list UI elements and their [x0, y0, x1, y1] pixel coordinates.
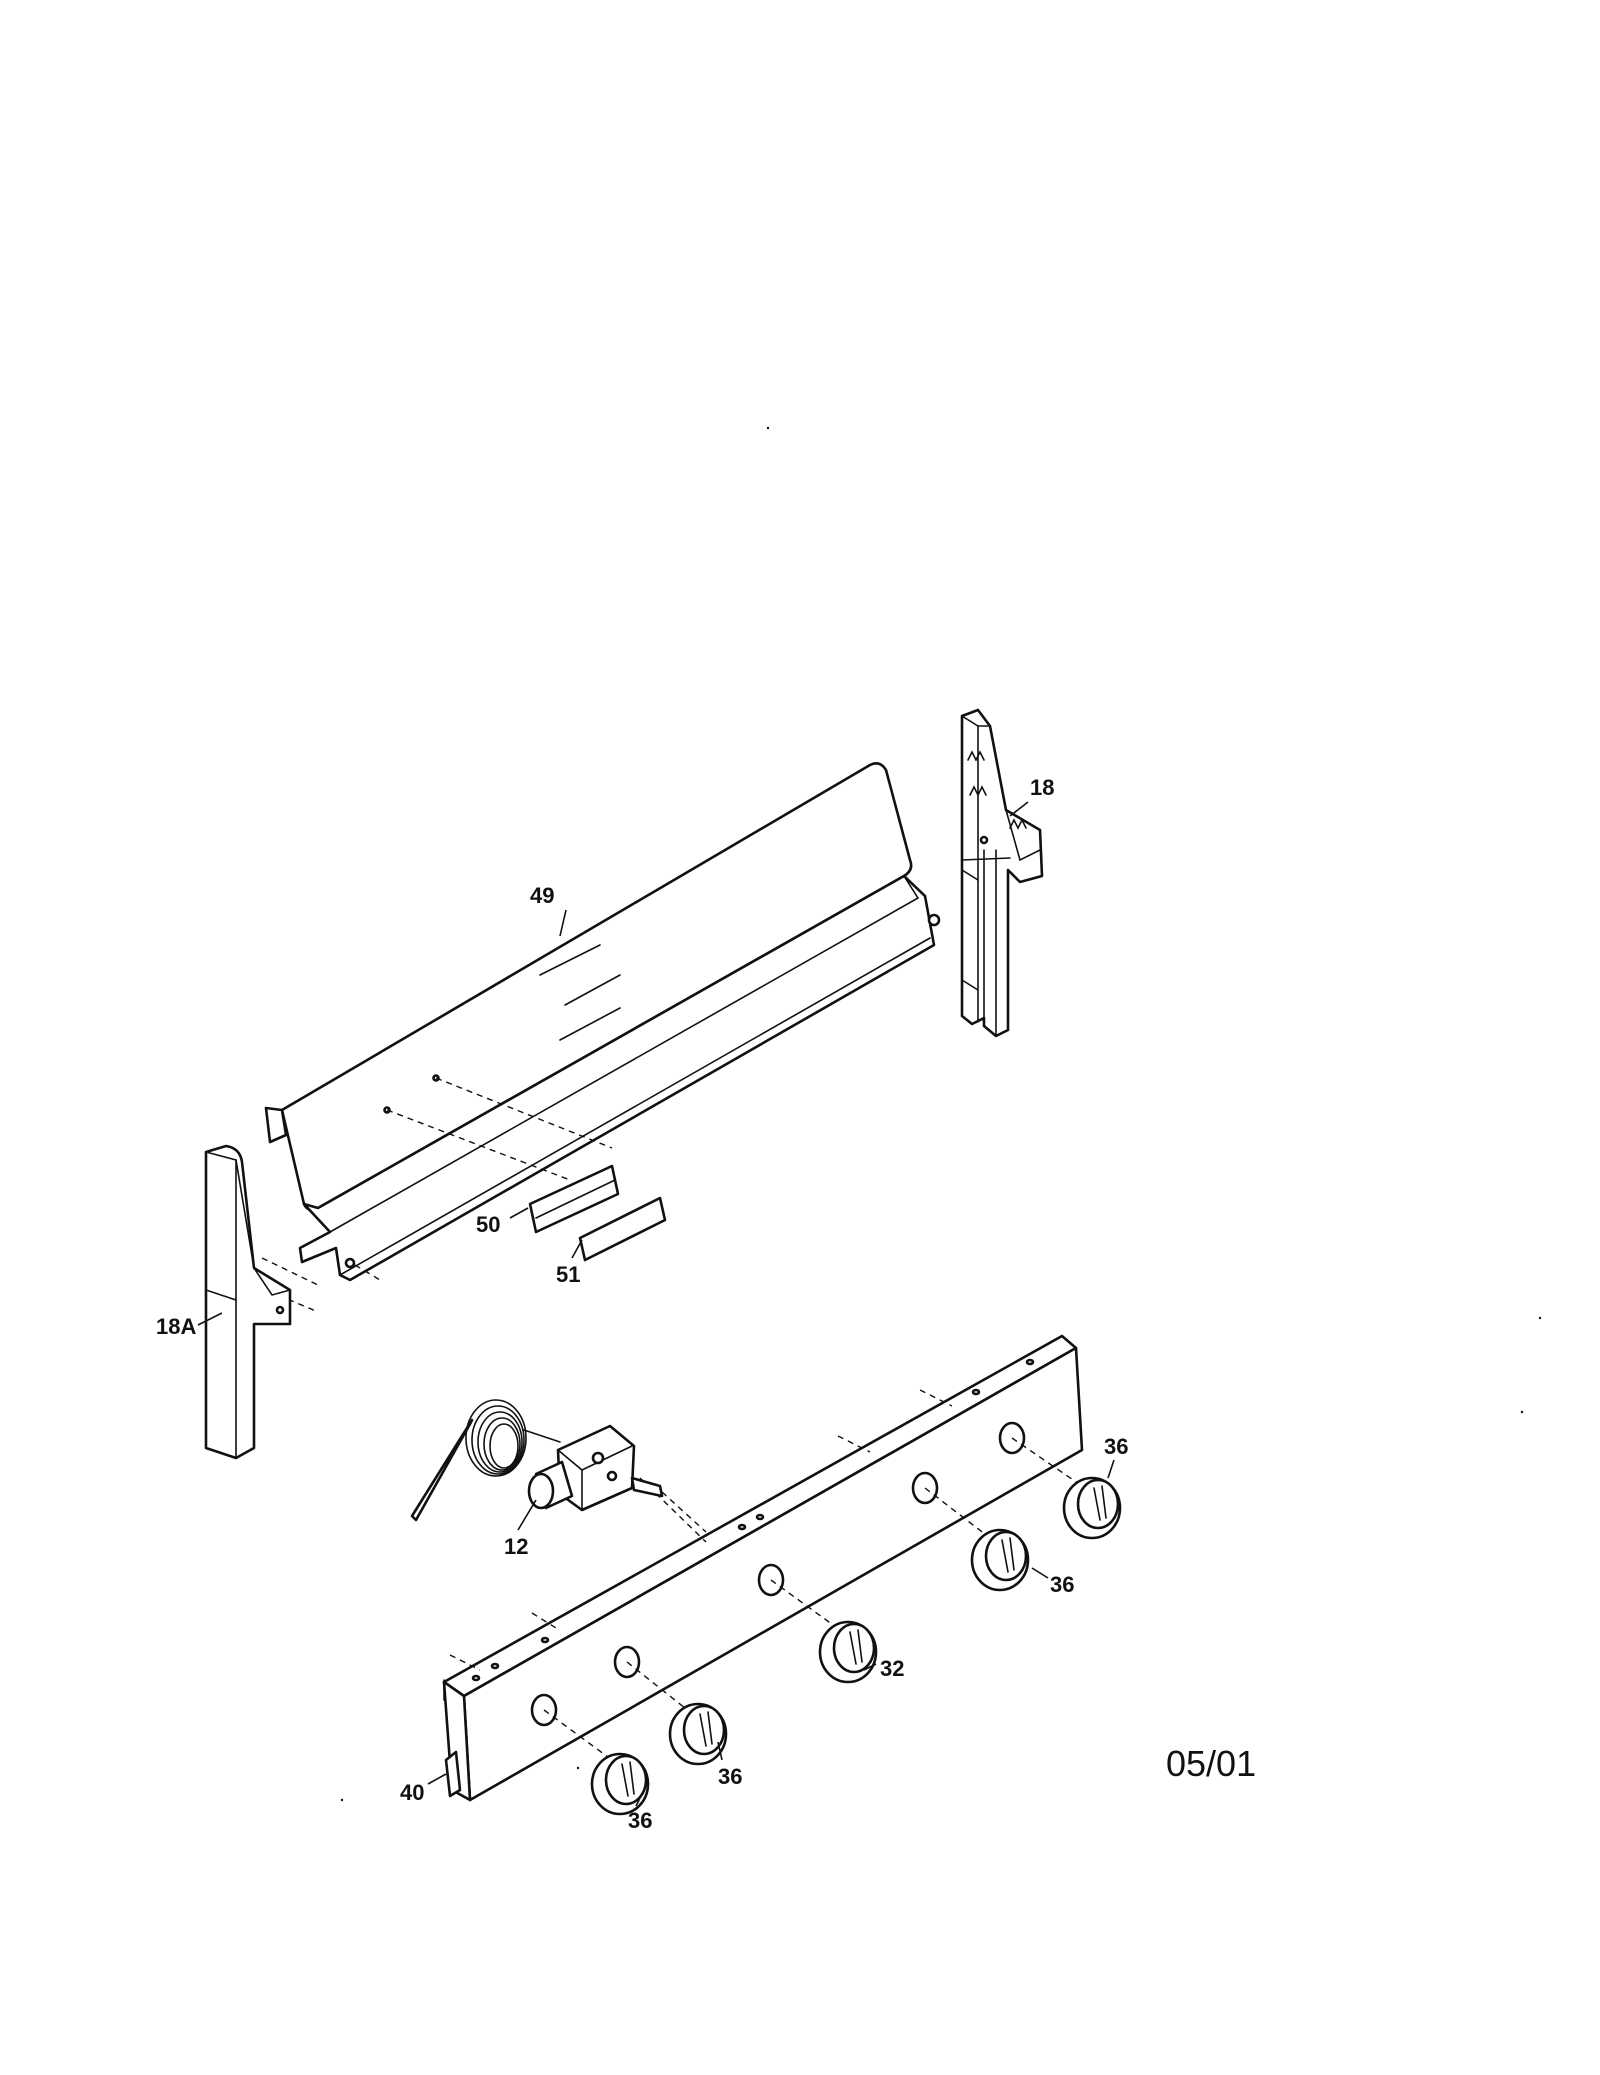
callout-36: 36 [1050, 1572, 1074, 1597]
scan-speck [576, 1766, 580, 1770]
leader-18 [1009, 801, 1029, 817]
callout-18: 18 [1030, 775, 1054, 800]
leader-50 [509, 1207, 529, 1219]
leader-49 [559, 909, 567, 937]
leader-40 [427, 1773, 447, 1785]
assembly-line [1011, 1437, 1083, 1487]
control-panel-40[interactable] [442, 1334, 1084, 1802]
assembly-line [770, 1579, 841, 1631]
knob-36-rear-left[interactable] [668, 1702, 728, 1766]
callout-40: 40 [400, 1780, 424, 1805]
callout-36: 36 [1104, 1434, 1128, 1459]
assembly-line [543, 1709, 613, 1761]
knob-36-front-left[interactable] [590, 1752, 650, 1816]
date-code: 05/01 [1166, 1743, 1256, 1784]
knob-32-oven[interactable] [818, 1620, 878, 1684]
leader-12 [517, 1499, 537, 1531]
assembly-line [531, 1612, 557, 1629]
nameplate-50[interactable] [528, 1164, 620, 1234]
assembly-line [661, 1491, 707, 1533]
assembly-line [626, 1661, 691, 1713]
assembly-line [354, 1264, 381, 1281]
leader-36 [1031, 1567, 1049, 1579]
knob-36-rear-right[interactable] [970, 1528, 1030, 1592]
leader-36 [717, 1741, 723, 1761]
assembly-line [837, 1435, 871, 1453]
scan-speck [340, 1798, 344, 1802]
callout-18a: 18A [156, 1314, 196, 1339]
backguard-panel-49[interactable] [264, 762, 941, 1282]
assembly-line [435, 1077, 613, 1149]
leader-32 [863, 1663, 877, 1671]
leader-18a [197, 1312, 223, 1326]
leader-36 [635, 1789, 645, 1807]
scan-speck [1520, 1410, 1524, 1414]
scan-speck [1538, 1316, 1542, 1320]
thermostat-12[interactable] [410, 1399, 664, 1522]
callout-36: 36 [628, 1808, 652, 1833]
label-51[interactable] [578, 1196, 667, 1262]
assembly-line [924, 1487, 991, 1539]
leader-36 [1107, 1459, 1115, 1479]
knob-36-front-right[interactable] [1062, 1476, 1122, 1540]
assembly-line [449, 1654, 481, 1671]
callout-36: 36 [718, 1764, 742, 1789]
leader-51 [571, 1239, 583, 1259]
callout-51: 51 [556, 1262, 580, 1287]
callout-49: 49 [530, 883, 554, 908]
end-cap-right-18[interactable] [960, 708, 1044, 1038]
assembly-line [919, 1389, 953, 1407]
end-cap-left-18a[interactable] [204, 1144, 292, 1460]
callout-12: 12 [504, 1534, 528, 1559]
callout-32: 32 [880, 1656, 904, 1681]
assembly-line [277, 1294, 319, 1313]
scan-speck [766, 426, 770, 430]
callout-50: 50 [476, 1212, 500, 1237]
